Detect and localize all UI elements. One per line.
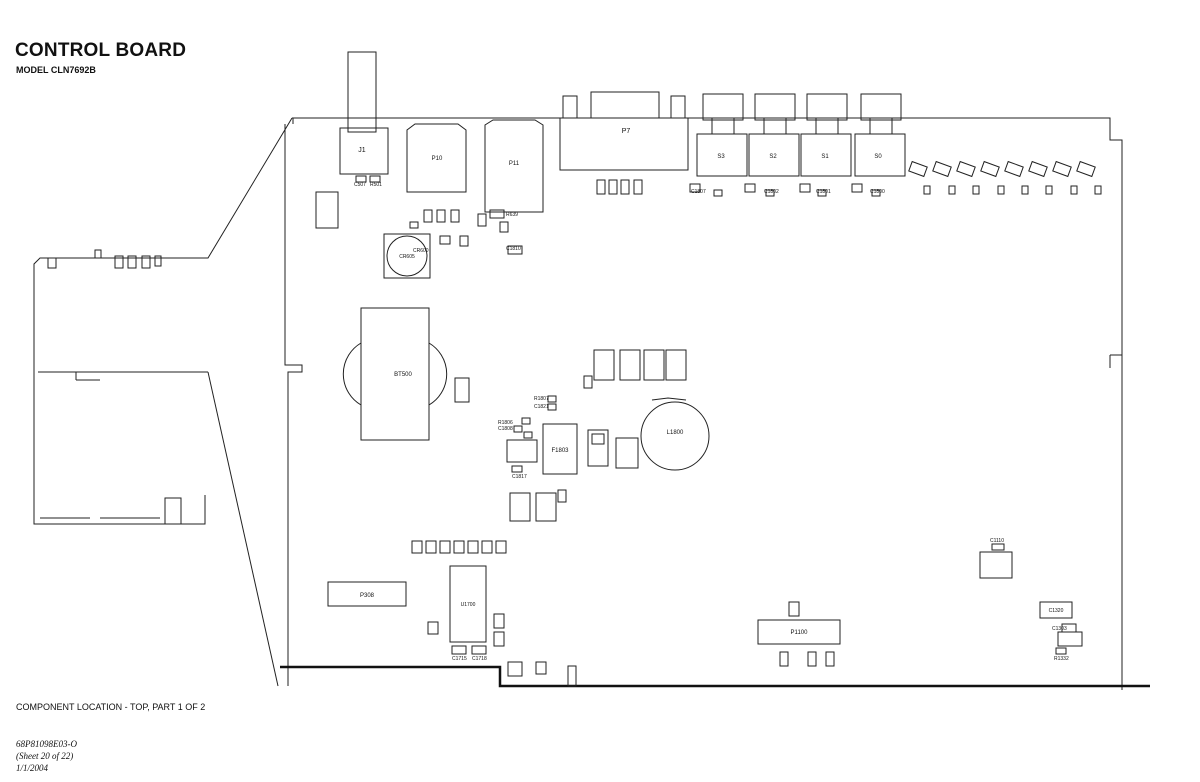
svg-text:U1700: U1700 <box>461 602 476 608</box>
lower-left-cluster: P308 U1700 <box>327 540 577 687</box>
switch-s3: S3 <box>696 93 748 177</box>
svg-text:S0: S0 <box>874 154 882 160</box>
coil-cr605: CR605 <box>383 233 431 279</box>
sheet-number: (Sheet 20 of 22) <box>16 751 74 761</box>
doc-number: 68P81098E03-O <box>16 739 77 749</box>
switch-s2: S2 <box>748 93 800 177</box>
svg-text:C1802: C1802 <box>764 189 779 195</box>
svg-text:C1110: C1110 <box>990 538 1004 544</box>
switch-s1: S1 <box>800 93 852 177</box>
board-bottom-edge <box>280 665 1150 688</box>
top-small-parts <box>315 175 1102 255</box>
svg-text:CR600: CR600 <box>413 248 429 254</box>
svg-text:C1715: C1715 <box>452 656 467 662</box>
svg-text:R1807: R1807 <box>534 396 549 402</box>
svg-text:C507: C507 <box>354 182 366 188</box>
svg-text:S3: S3 <box>717 154 725 160</box>
svg-text:J1: J1 <box>358 147 366 154</box>
svg-text:P308: P308 <box>360 593 375 599</box>
svg-text:C1718: C1718 <box>472 656 487 662</box>
svg-text:C1807: C1807 <box>691 189 706 195</box>
svg-text:R639: R639 <box>506 212 518 218</box>
middle-cluster: F1803 L1800 <box>506 349 710 522</box>
svg-text:C1821: C1821 <box>534 404 549 410</box>
svg-text:L1800: L1800 <box>667 430 684 436</box>
page-title: CONTROL BOARD <box>15 40 187 61</box>
document-footer: 68P81098E03-O (Sheet 20 of 22) 1/1/2004 <box>16 738 77 774</box>
diode-d1802 <box>454 377 470 403</box>
svg-text:P10: P10 <box>432 156 443 162</box>
svg-text:CR605: CR605 <box>399 254 415 260</box>
left-board-outline <box>33 117 293 687</box>
svg-text:P7: P7 <box>622 128 631 135</box>
svg-text:R1806: R1806 <box>498 420 513 426</box>
doc-date: 1/1/2004 <box>16 763 49 773</box>
connector-p7: P7 <box>559 91 689 171</box>
svg-text:P1100: P1100 <box>791 630 809 636</box>
svg-text:S2: S2 <box>769 154 777 160</box>
switch-s0: S0 <box>854 93 906 177</box>
svg-text:C1810: C1810 <box>506 246 521 252</box>
model-number: MODEL CLN7692B <box>16 65 96 75</box>
connector-p10: P10 <box>406 123 467 193</box>
main-board-outline <box>284 117 1123 690</box>
svg-text:F1803: F1803 <box>551 448 569 454</box>
svg-text:P11: P11 <box>509 161 520 167</box>
svg-text:R501: R501 <box>370 182 382 188</box>
connector-p11: P11 <box>484 119 544 213</box>
led-row <box>908 160 1096 178</box>
svg-text:C1801: C1801 <box>816 189 831 195</box>
svg-text:S1: S1 <box>821 154 829 160</box>
svg-text:C1303: C1303 <box>1052 626 1067 632</box>
connector-j1: J1 <box>339 51 389 175</box>
figure-caption: COMPONENT LOCATION - TOP, PART 1 OF 2 <box>16 702 206 712</box>
battery-bt500: BT500 <box>342 307 448 441</box>
lower-right-cluster: P1100 C1320 <box>757 543 1083 667</box>
svg-text:BT500: BT500 <box>394 372 412 378</box>
svg-text:C1320: C1320 <box>1049 608 1064 614</box>
svg-text:C1817: C1817 <box>512 474 527 480</box>
svg-text:C1800: C1800 <box>870 189 885 195</box>
svg-text:C1808: C1808 <box>498 426 513 432</box>
svg-text:R1332: R1332 <box>1054 656 1069 662</box>
